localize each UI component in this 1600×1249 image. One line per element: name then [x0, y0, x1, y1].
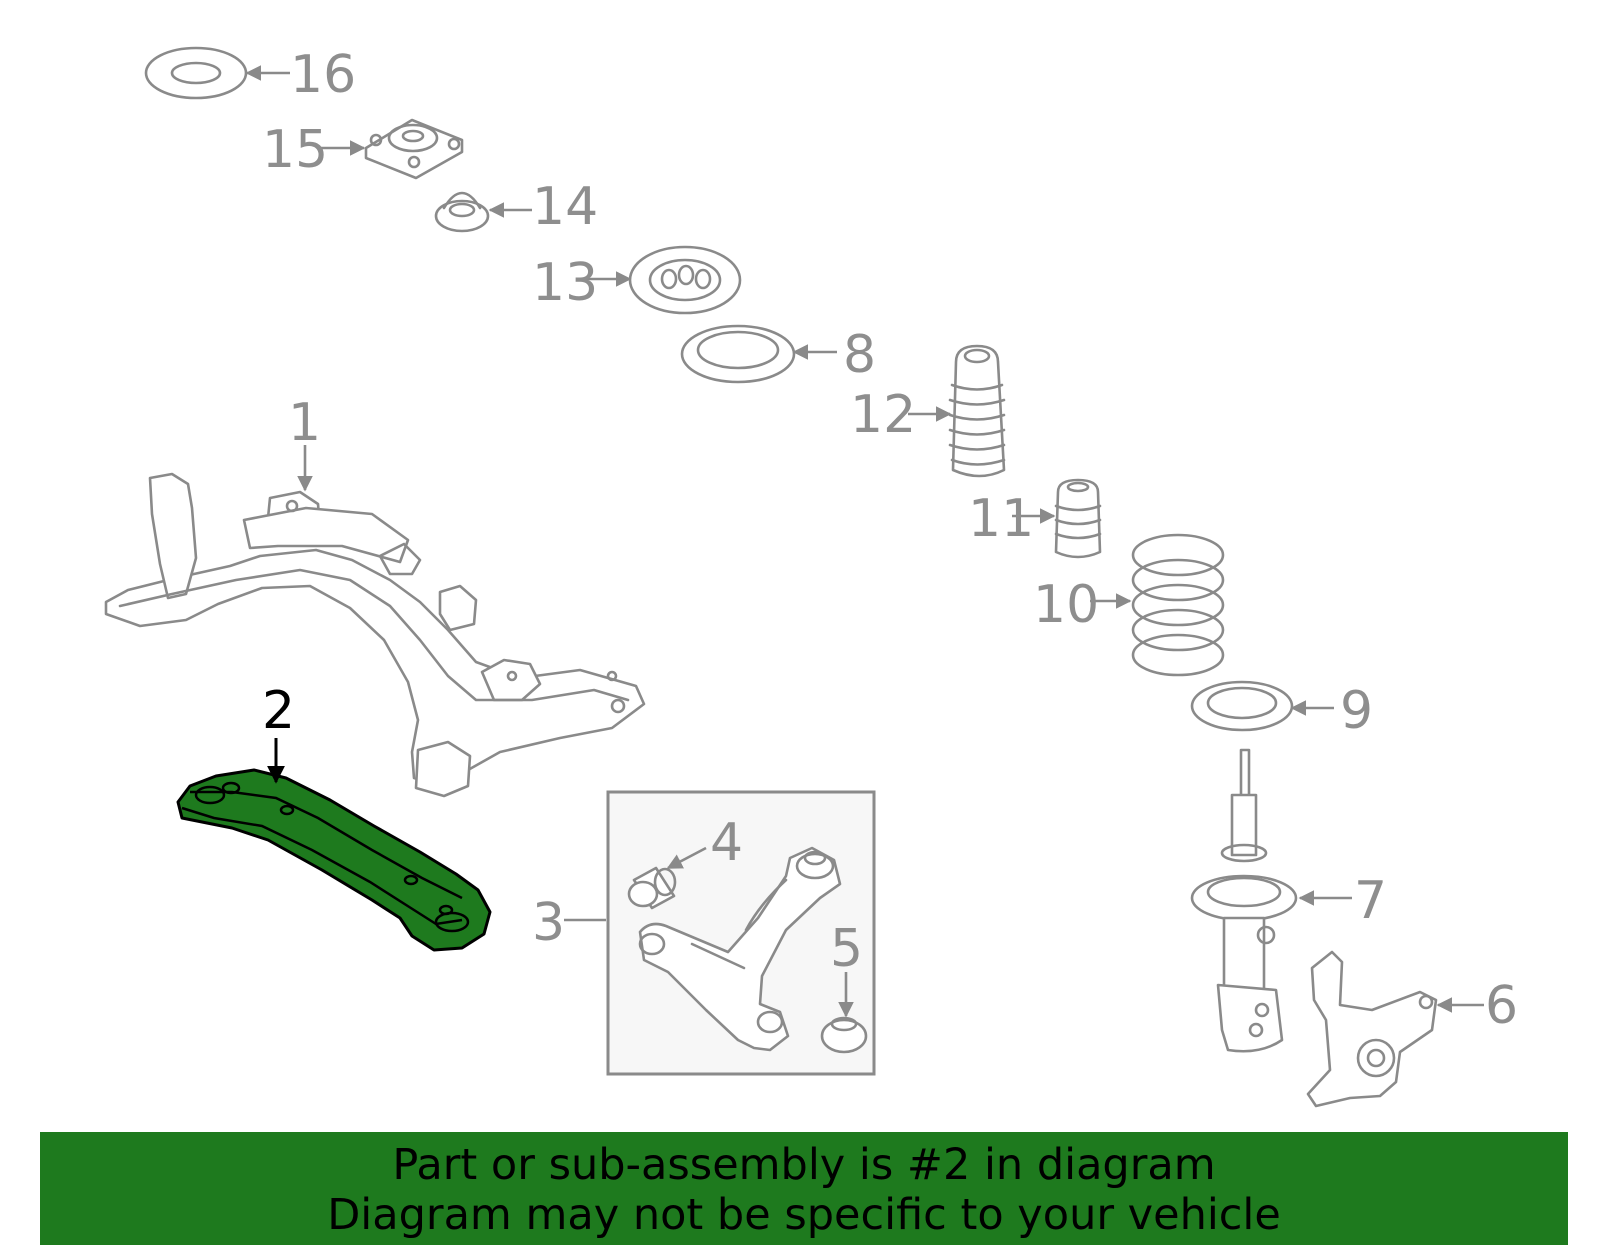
part-15-strut-mount: 15 — [262, 118, 464, 180]
banner-line-1: Part or sub-assembly is #2 in diagram — [392, 1140, 1216, 1190]
callout-12[interactable]: 12 — [850, 385, 916, 445]
part-11-bump-stop: 11 — [968, 478, 1102, 559]
callout-10[interactable]: 10 — [1033, 575, 1099, 635]
part-8-spring-seat: 8 — [680, 324, 876, 385]
callout-9[interactable]: 9 — [1340, 681, 1373, 741]
callout-15[interactable]: 15 — [262, 120, 328, 180]
callout-6[interactable]: 6 — [1485, 976, 1518, 1036]
part-13-insulator: 13 — [532, 245, 742, 315]
part-12-dust-boot: 12 — [850, 344, 1006, 478]
banner-line-2: Diagram may not be specific to your vehi… — [327, 1190, 1281, 1240]
info-banner: Part or sub-assembly is #2 in diagram Di… — [40, 1132, 1568, 1245]
callout-3[interactable]: 3 — [532, 893, 565, 953]
part-9-lower-seat: 9 — [1190, 680, 1373, 741]
part-5-ball-joint-boot: 5 — [820, 919, 868, 1054]
callout-5[interactable]: 5 — [830, 919, 863, 979]
part-10-coil-spring: 10 — [1033, 533, 1225, 677]
part-1-subframe: 1 — [104, 393, 646, 798]
callout-7[interactable]: 7 — [1354, 871, 1387, 931]
callout-4[interactable]: 4 — [710, 813, 743, 873]
part-16-washer: 16 — [144, 45, 356, 105]
callout-2[interactable]: 2 — [262, 681, 295, 741]
callout-11[interactable]: 11 — [968, 489, 1034, 549]
part-3-control-arm-group: 3 4 5 — [532, 790, 876, 1076]
part-6-knuckle: 6 — [1306, 950, 1518, 1108]
callout-14[interactable]: 14 — [532, 177, 598, 237]
part-14-bearing: 14 — [434, 177, 598, 237]
control-arm — [638, 846, 842, 1052]
callout-1[interactable]: 1 — [288, 393, 321, 453]
callout-16[interactable]: 16 — [290, 45, 356, 105]
callout-8[interactable]: 8 — [843, 325, 876, 385]
part-4-bushing: 4 — [627, 813, 743, 910]
callout-13[interactable]: 13 — [532, 253, 598, 313]
part-7-strut: 7 — [1190, 748, 1387, 1053]
part-2-crossmember[interactable]: 2 — [176, 681, 492, 952]
